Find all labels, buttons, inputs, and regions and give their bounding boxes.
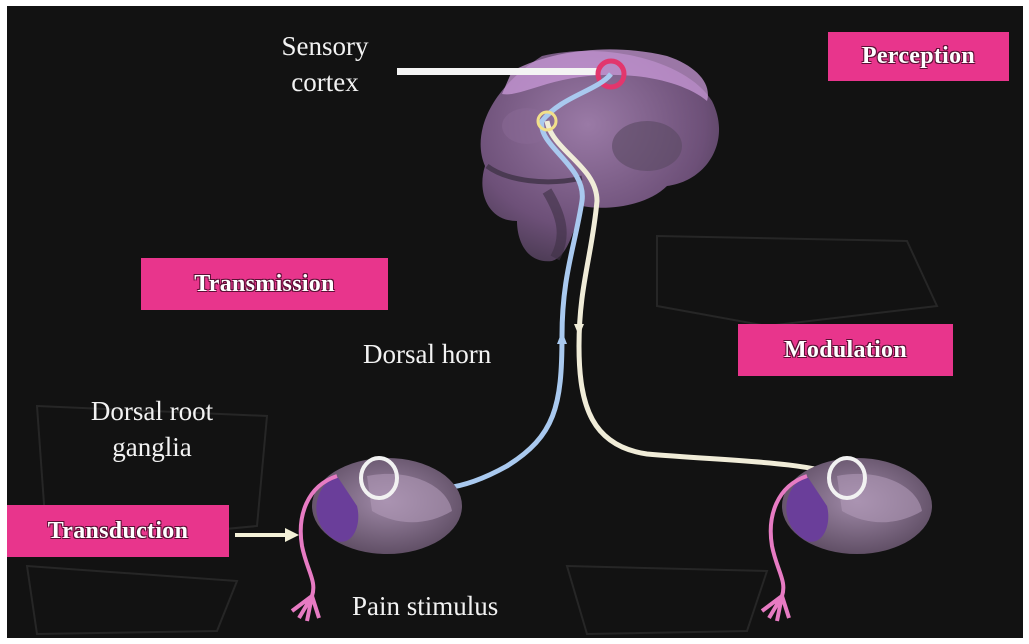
perception-tag: Perception	[828, 32, 1009, 81]
sensory-cortex-pointer	[397, 68, 597, 75]
right-spinal-cord	[782, 458, 932, 554]
dorsal-root-line1: Dorsal root	[62, 393, 242, 429]
modulation-tag: Modulation	[738, 324, 953, 376]
transduction-arrow	[235, 528, 299, 542]
pain-stimulus-label: Pain stimulus	[352, 588, 498, 624]
dorsal-root-line2: ganglia	[62, 429, 242, 465]
left-spinal-cord	[312, 458, 462, 554]
dorsal-root-ganglia-label: Dorsal root ganglia	[62, 393, 242, 465]
sensory-cortex-label: Sensory cortex	[265, 28, 385, 100]
descending-arrow	[574, 324, 584, 336]
dorsal-horn-label: Dorsal horn	[363, 336, 491, 372]
sensory-cortex-line2: cortex	[265, 64, 385, 100]
transmission-tag: Transmission	[141, 258, 388, 310]
transduction-tag: Transduction	[7, 505, 229, 557]
sensory-cortex-line1: Sensory	[265, 28, 385, 64]
ascending-arrow	[557, 331, 567, 344]
diagram-stage: Perception Transmission Modulation Trans…	[7, 6, 1023, 638]
